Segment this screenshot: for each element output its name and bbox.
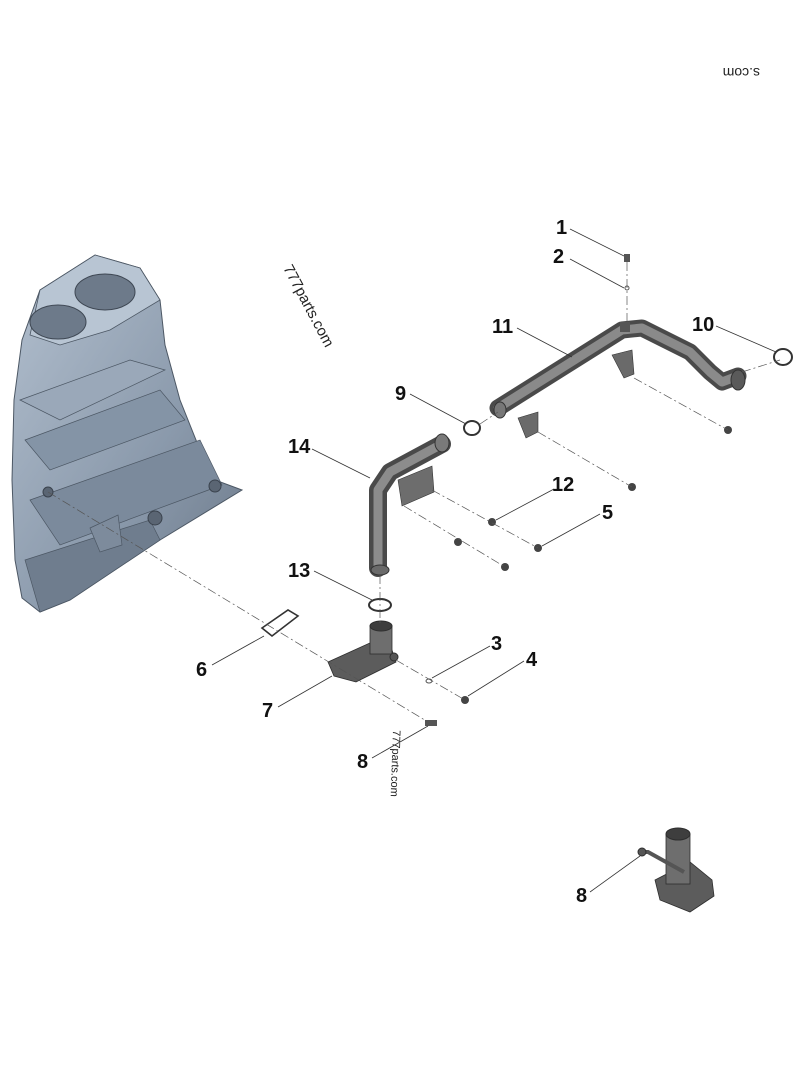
callout-11: 11 [492,316,513,338]
callout-14: 14 [288,436,311,458]
callout-12: 12 [552,474,574,496]
oring-3 [425,678,433,684]
coolant-pipe-14 [369,433,451,577]
callout-9: 9 [395,383,406,405]
gasket-6 [260,609,300,638]
assembly-lines [47,262,781,723]
bolt-8 [425,720,437,726]
engine-block [11,254,244,613]
callout-2: 2 [553,246,564,268]
callout-8: 8 [357,751,368,773]
elbow-housing-7 [327,620,399,683]
callout-10: 10 [692,314,714,336]
callout-1: 1 [556,217,567,239]
nut-d [501,563,509,571]
watermark-middle: 777parts.com [279,262,337,350]
watermark-bottom: 777parts.com [388,730,402,797]
callout-7: 7 [262,700,273,722]
callout-6: 6 [196,659,207,681]
callout-4: 4 [526,649,538,671]
bolt-1 [624,254,630,262]
leader-lines [211,228,777,893]
inset-elbow-housing [637,827,715,913]
nut-4 [461,696,469,704]
nut-12 [488,518,496,526]
coolant-pipe-11 [489,319,747,439]
callout-13: 13 [288,560,310,582]
callout-5: 5 [602,502,613,524]
oring-9 [463,420,481,436]
callout-labels: 1 2 3 4 5 6 7 8 9 10 11 12 13 14 8 [196,217,714,907]
oring-10 [773,348,793,366]
callout-3: 3 [491,633,502,655]
watermark-top-right: s.com [723,65,760,81]
nut-c [454,538,462,546]
callout-8-inset: 8 [576,885,587,907]
